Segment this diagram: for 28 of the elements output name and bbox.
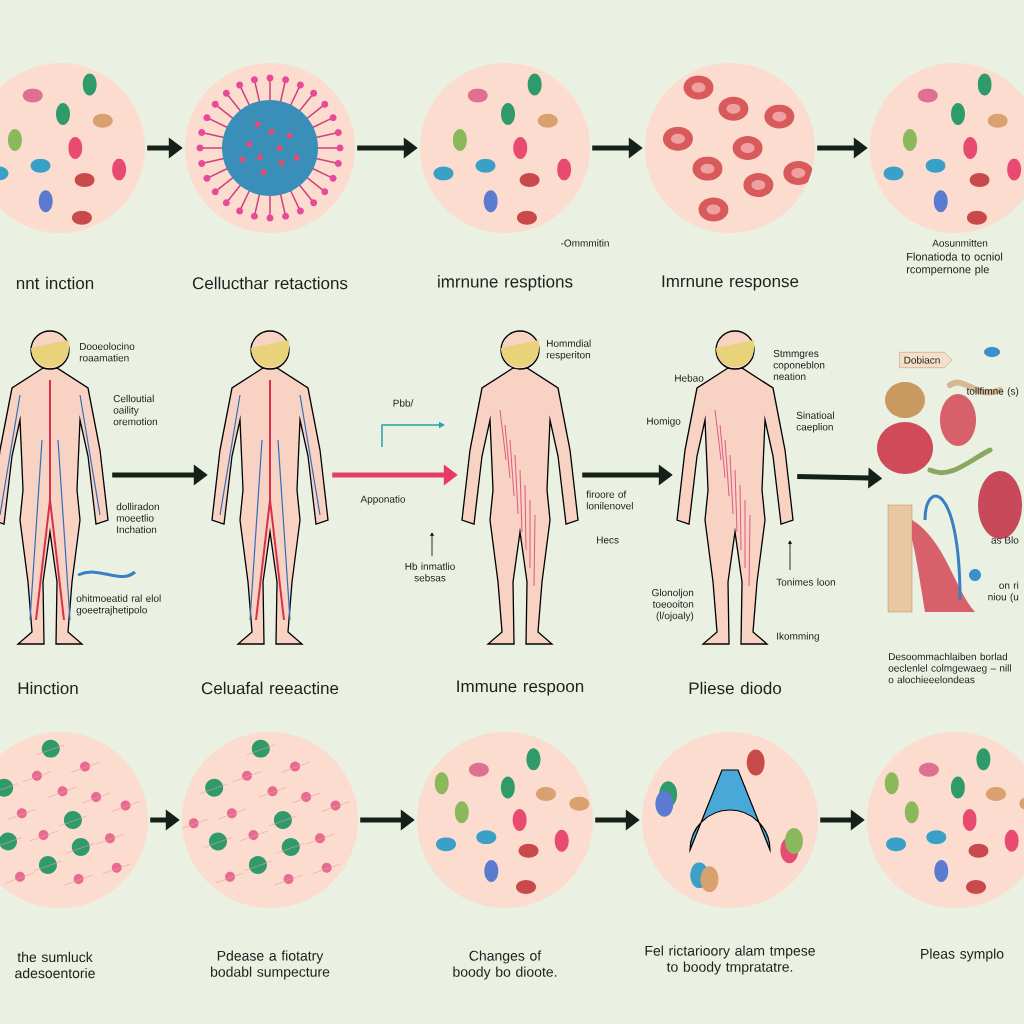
step-caption: imrnune resptions bbox=[438, 275, 573, 291]
step-caption: nnt inction bbox=[16, 276, 94, 290]
step-caption: Desoommachlaiben borlad oeclenlel colmgewaeg – nill o alochieeelondeas bbox=[888, 652, 1011, 684]
annotation-label: -Ommmitin bbox=[561, 239, 609, 247]
step-caption: Changes of boody bo dioote. bbox=[453, 950, 557, 980]
annotation-label: Dooeolocino roaamatien bbox=[79, 342, 135, 362]
step-caption: Imrnune response bbox=[662, 275, 799, 291]
step-caption: Fel rictarioory alam tmpese to boody tmpratatre. bbox=[645, 945, 815, 975]
tag-label: Dobiacn bbox=[899, 352, 953, 368]
annotation-label: as Blo bbox=[991, 536, 1019, 544]
annotation-label: Hommdial resperiton bbox=[546, 339, 591, 361]
step-caption: Flonatioda to ocniol rcompernone ple bbox=[906, 252, 1003, 276]
step-caption: Pliese diodo bbox=[689, 681, 782, 695]
annotation-label: Aosunmitten bbox=[932, 239, 988, 247]
step-caption: Pleas symplo bbox=[921, 948, 1004, 962]
annotation-label: Hecs bbox=[597, 536, 619, 544]
step-caption: Hinction bbox=[18, 681, 78, 695]
annotation-label: Apponatio bbox=[360, 495, 406, 505]
step-caption: Pdease a fiotatry bodabl sumpecture bbox=[211, 950, 330, 980]
annotation-label: Stmmgres coponeblon neation bbox=[773, 349, 825, 381]
annotation-label: on ri niou (u bbox=[988, 581, 1019, 603]
annotation-label: tollfimne (s) bbox=[966, 387, 1019, 397]
step-caption: Immune respoon bbox=[457, 680, 584, 696]
step-caption: Cellucthar retactions bbox=[192, 276, 348, 290]
step-caption: the sumluck adesoentorie bbox=[15, 951, 95, 979]
annotation-label: Homigo bbox=[647, 417, 681, 427]
annotation-label: Pbb/ bbox=[393, 399, 414, 407]
step-caption: Celuafal reeactine bbox=[201, 681, 339, 695]
